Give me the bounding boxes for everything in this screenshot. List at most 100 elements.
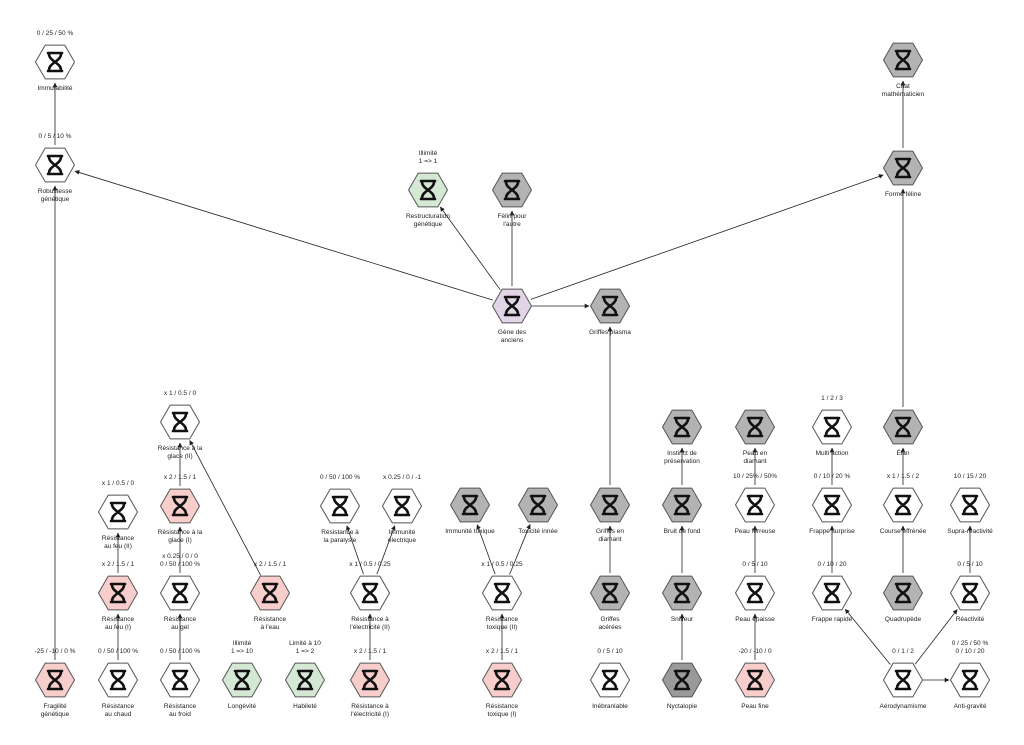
dna-helix-icon: [883, 662, 923, 698]
skill-node-immunite-tox[interactable]: Immunité toxique: [430, 485, 510, 536]
edge-res_tox2-to-immunite_tox: [476, 524, 496, 575]
edge-res_elec2-to-immunite_elec: [376, 525, 396, 575]
skill-node-res-elec2[interactable]: Résistance à l'électricité (II): [330, 573, 410, 632]
skill-label: Griffes en diamant: [595, 528, 625, 543]
skill-node-res-froid[interactable]: Résistance au froid: [140, 660, 220, 719]
dna-helix-icon: [735, 409, 775, 445]
skill-node-robustesse[interactable]: Robustesse génétique: [15, 145, 95, 204]
skill-node-res-tox1[interactable]: Résistance toxique (I): [462, 660, 542, 719]
skill-label: Résistance à l'électricité (II): [350, 616, 390, 631]
dna-helix-icon: [160, 404, 200, 440]
skill-cost: 0 / 5 / 10 %: [38, 133, 72, 140]
skill-node-aerodynamisme[interactable]: Aérodynamisme: [863, 660, 943, 711]
skill-cost: Illimité 1 => 10: [230, 640, 254, 655]
skill-node-peau-epaisse[interactable]: Peau épaisse: [715, 573, 795, 624]
skill-node-quadrupede[interactable]: Quadrupède: [863, 573, 943, 624]
skill-label: Félin pour l'autre: [497, 213, 527, 228]
dna-helix-icon: [482, 575, 522, 611]
skill-label: Fragilité génétique: [40, 703, 70, 718]
skill-node-instinct[interactable]: Instinct de préservation: [642, 407, 722, 466]
skill-node-res-glace1[interactable]: Résistance à la glace (I): [140, 486, 220, 545]
skill-node-peau-diamant[interactable]: Peau en diamant: [715, 407, 795, 466]
dna-helix-icon: [408, 172, 448, 208]
skill-node-frappe-surprise[interactable]: Frappe surprise: [792, 485, 872, 536]
edge-res_eau-to-res_glace2: [189, 440, 262, 576]
skill-node-res-gel[interactable]: Résistance au gel: [140, 573, 220, 632]
skill-node-peau-ferreuse[interactable]: Peau ferreuse: [715, 485, 795, 536]
skill-label: Bruit de fond: [663, 528, 701, 535]
skill-node-res-tox2[interactable]: Résistance toxique (II): [462, 573, 542, 632]
skill-label: Chat mathématicien: [881, 83, 925, 98]
edge-gene_anciens-to-restructuration: [439, 206, 501, 291]
skill-node-sniffeur[interactable]: Sniffeur: [642, 573, 722, 624]
dna-helix-icon: [590, 487, 630, 523]
skill-label: Résistance toxique (I): [485, 703, 519, 718]
skill-node-longevite[interactable]: Longévité: [202, 660, 282, 711]
dna-helix-icon: [735, 662, 775, 698]
skill-node-felin-autre[interactable]: Félin pour l'autre: [472, 170, 552, 229]
skill-label: Habileté: [293, 703, 317, 710]
skill-node-supra[interactable]: Supra-réactivité: [930, 485, 1010, 536]
skill-node-immunite-elec[interactable]: Immunité électrique: [362, 486, 442, 545]
skill-node-bruit-fond[interactable]: Bruit de fond: [642, 485, 722, 536]
skill-cost: 0 / 5 / 10: [597, 648, 623, 655]
skill-node-res-chaud[interactable]: Résistance au chaud: [78, 660, 158, 719]
skill-label: Robustesse génétique: [37, 188, 73, 203]
skill-node-chat-math[interactable]: Chat mathématicien: [863, 40, 943, 99]
skill-node-res-elec1[interactable]: Résistance à l'électricité (I): [330, 660, 410, 719]
skill-label: Peau en diamant: [742, 450, 768, 465]
skill-node-nyctalopie[interactable]: Nyctalopie: [642, 660, 722, 711]
skill-label: Peau ferreuse: [734, 528, 776, 535]
skill-node-res-feu2[interactable]: Résistance au feu (II): [78, 492, 158, 551]
edge-aerodynamisme-to-reactivite: [914, 609, 958, 665]
skill-node-frappe-rapide[interactable]: Frappe rapide: [792, 573, 872, 624]
dna-helix-icon: [320, 488, 360, 524]
skill-node-res-paralysie[interactable]: Résistance à la paralysie: [300, 486, 380, 545]
skill-node-griffes-plasma[interactable]: Griffes plasma: [570, 286, 650, 337]
skill-cost: 0 / 10 / 20 %: [813, 473, 851, 480]
skill-node-res-glace2[interactable]: Résistance à la glace (II): [140, 402, 220, 461]
dna-helix-icon: [482, 662, 522, 698]
skill-node-res-feu1[interactable]: Résistance au feu (I): [78, 573, 158, 632]
skill-label: Griffes plasma: [589, 329, 631, 336]
skill-node-fragilite[interactable]: Fragilité génétique: [15, 660, 95, 719]
skill-node-immutabilite[interactable]: Immutabilité: [15, 42, 95, 93]
skill-label: Immunité électrique: [387, 529, 417, 544]
skill-label: Résistance au feu (I): [101, 616, 135, 631]
skill-cost: x 1 / 0.5 / 0: [163, 390, 197, 397]
skill-node-griffes-acerees[interactable]: Griffes acérées: [570, 573, 650, 632]
skill-label: Élan: [896, 450, 910, 457]
dna-helix-icon: [35, 147, 75, 183]
dna-helix-icon: [590, 288, 630, 324]
skill-node-forme-feline[interactable]: Forme féline: [863, 148, 943, 199]
dna-helix-icon: [662, 575, 702, 611]
skill-label: Réactivité: [955, 616, 985, 623]
dna-helix-icon: [160, 488, 200, 524]
skill-node-elan[interactable]: Élan: [863, 407, 943, 458]
skill-node-anti-gravite[interactable]: Anti-gravité: [930, 660, 1010, 711]
skill-node-res-eau[interactable]: Résistance à l'eau: [230, 573, 310, 632]
skill-node-habilete[interactable]: Habileté: [265, 660, 345, 711]
skill-label: Longévité: [227, 703, 257, 710]
dna-helix-icon: [35, 662, 75, 698]
skill-node-restructuration[interactable]: Restructuration génétique: [388, 170, 468, 229]
dna-helix-icon: [98, 662, 138, 698]
skill-node-toxicite-innee[interactable]: Toxicité innée: [498, 485, 578, 536]
dna-helix-icon: [950, 575, 990, 611]
skill-cost: Illimité 1 => 1: [418, 150, 438, 165]
skill-cost: 0 / 50 / 100 %: [319, 474, 361, 481]
skill-label: Frappe surprise: [809, 528, 855, 535]
skill-node-reactivite[interactable]: Réactivité: [930, 573, 1010, 624]
skill-node-course[interactable]: Course effrénée: [863, 485, 943, 536]
skill-label: Forme féline: [884, 191, 922, 198]
skill-label: Sniffeur: [670, 616, 694, 623]
skill-node-multi-action[interactable]: Multi action: [792, 407, 872, 458]
skill-node-inebranlable[interactable]: Inébranlable: [570, 660, 650, 711]
skill-label: Frappe rapide: [811, 616, 853, 623]
skill-cost: x 2 / 1.5 / 1: [163, 474, 197, 481]
skill-node-gene-anciens[interactable]: Gène des anciens: [472, 286, 552, 345]
edge-res_tox2-to-toxicite_innee: [509, 523, 531, 575]
skill-node-griffes-diamant[interactable]: Griffes en diamant: [570, 485, 650, 544]
skill-node-peau-fine[interactable]: Peau fine: [715, 660, 795, 711]
